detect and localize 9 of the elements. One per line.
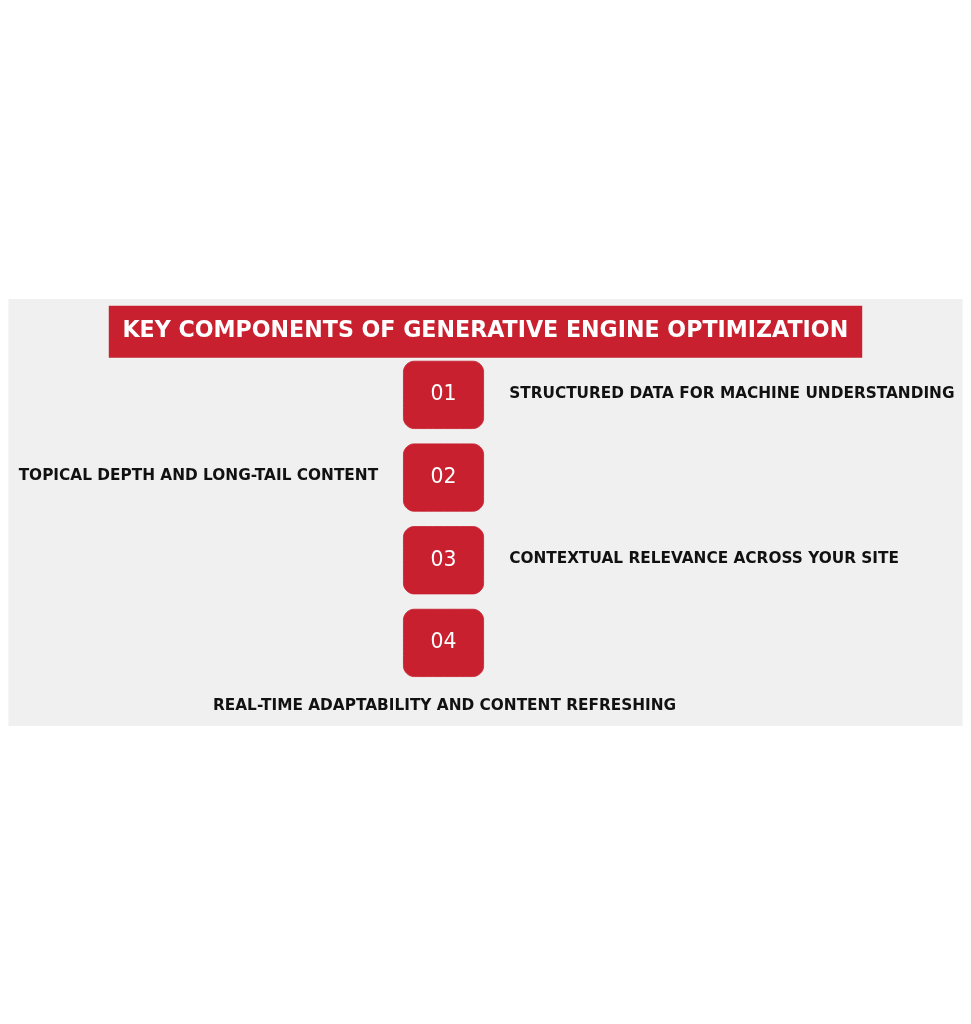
node-label: TOPICAL DEPTH AND LONG-TAIL CONTENT bbox=[18, 465, 379, 484]
node-box: 02 bbox=[403, 442, 484, 512]
node-label: CONTEXTUAL RELEVANCE ACROSS YOUR SITE bbox=[509, 548, 899, 567]
node-box: 03 bbox=[403, 525, 484, 594]
node-label: STRUCTURED DATA FOR MACHINE UNDERSTANDING bbox=[509, 383, 955, 402]
diagram-title: KEY COMPONENTS OF GENERATIVE ENGINE OPTIMIZATION bbox=[122, 315, 849, 342]
node-box: 01 bbox=[403, 360, 484, 429]
node-box: 04 bbox=[403, 608, 484, 677]
node-label: REAL-TIME ADAPTABILITY AND CONTENT REFRESHING bbox=[212, 695, 677, 714]
